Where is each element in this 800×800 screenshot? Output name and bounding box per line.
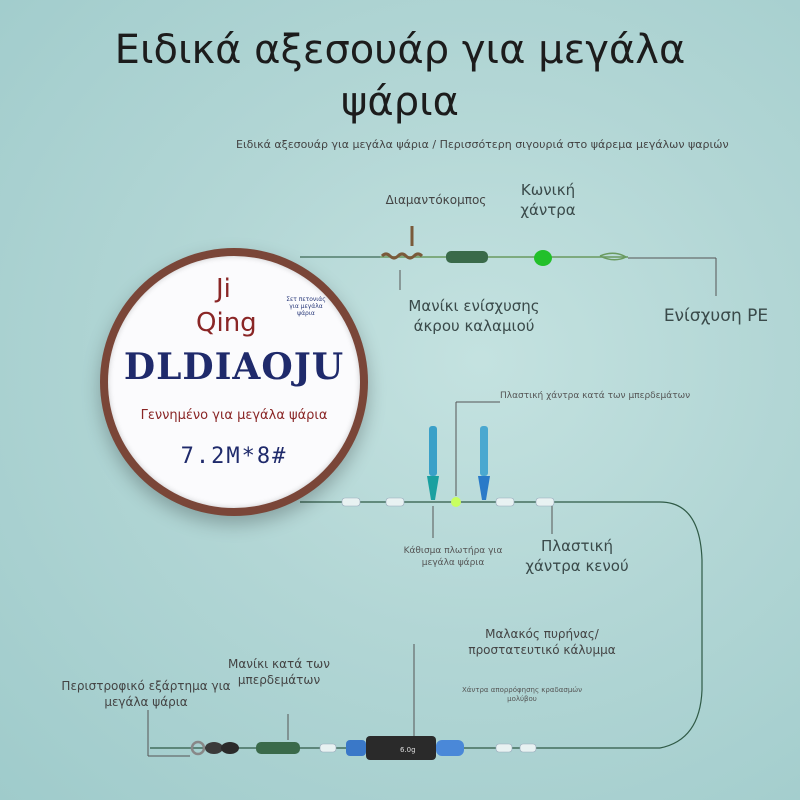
diamond-knot-coil — [380, 252, 424, 260]
anti-tangle-bead-shape — [451, 497, 461, 507]
label-diamond-knot: Διαμαντόκομπος — [385, 193, 487, 207]
label-plastic-space-bead: Πλαστική χάντρα κενού — [525, 537, 629, 575]
label-pe-reinforcement: Ενίσχυση PE — [663, 306, 769, 326]
line-beads-lower — [319, 743, 537, 753]
label-lead-shock-bead: Χάντρα απορρόφησης κραδασμών μολύβου — [461, 686, 583, 703]
cone-bead-shape — [534, 250, 552, 266]
label-float-seat: Κάθισμα πλωτήρα για μεγάλα ψάρια — [403, 546, 503, 568]
page-title-line2: ψάρια — [340, 79, 460, 125]
rod-tip-sleeve-shape — [446, 251, 488, 263]
float-seat-right — [478, 426, 490, 500]
main-line-curve — [659, 501, 703, 749]
brand-name: DLDIAOJU — [123, 346, 345, 388]
swivel-shape — [190, 740, 239, 756]
brand-slogan: Γεννημένο για μεγάλα ψάρια — [140, 408, 328, 423]
line-spool: Ji Qing Σετ πετονιάς για μεγάλα ψάρια DL… — [100, 248, 368, 516]
page-subtitle: Ειδικά αξεσουάρ για μεγάλα ψάρια / Περισ… — [236, 138, 729, 151]
line-spec: 7.2M*8# — [180, 444, 288, 469]
line-beads-middle — [341, 497, 555, 507]
label-swivel: Περιστροφικό εξάρτημα για μεγάλα ψάρια — [61, 679, 231, 709]
brand-ji: Ji — [216, 274, 231, 304]
anti-tangle-sleeve-shape — [256, 742, 300, 754]
label-soft-core: Μαλακός πυρήνας/προστατευτικό κάλυμμα — [468, 627, 616, 657]
label-anti-tangle-bead: Πλαστική χάντρα κατά των μπερδεμάτων — [500, 391, 691, 401]
brand-small-text: Σετ πετονιάς για μεγάλα ψάρια — [286, 296, 326, 317]
page-title-line1: Ειδικά αξεσουάρ για μεγάλα — [114, 27, 686, 73]
brand-qing: Qing — [196, 308, 257, 338]
label-anti-tangle-sleeve: Μανίκι κατά των μπερδεμάτων — [228, 657, 330, 687]
float-seat-left — [427, 426, 439, 500]
label-rod-tip-sleeve: Μανίκι ενίσχυσης άκρου καλαμιού — [408, 297, 540, 335]
lead-sinker-shape — [346, 736, 464, 760]
loop-end — [599, 252, 628, 261]
spool-label-face: Ji Qing Σετ πετονιάς για μεγάλα ψάρια DL… — [108, 256, 360, 508]
label-cone-bead: Κωνική χάντρα — [520, 181, 576, 219]
sinker-weight-text: 6.0g — [400, 746, 416, 754]
